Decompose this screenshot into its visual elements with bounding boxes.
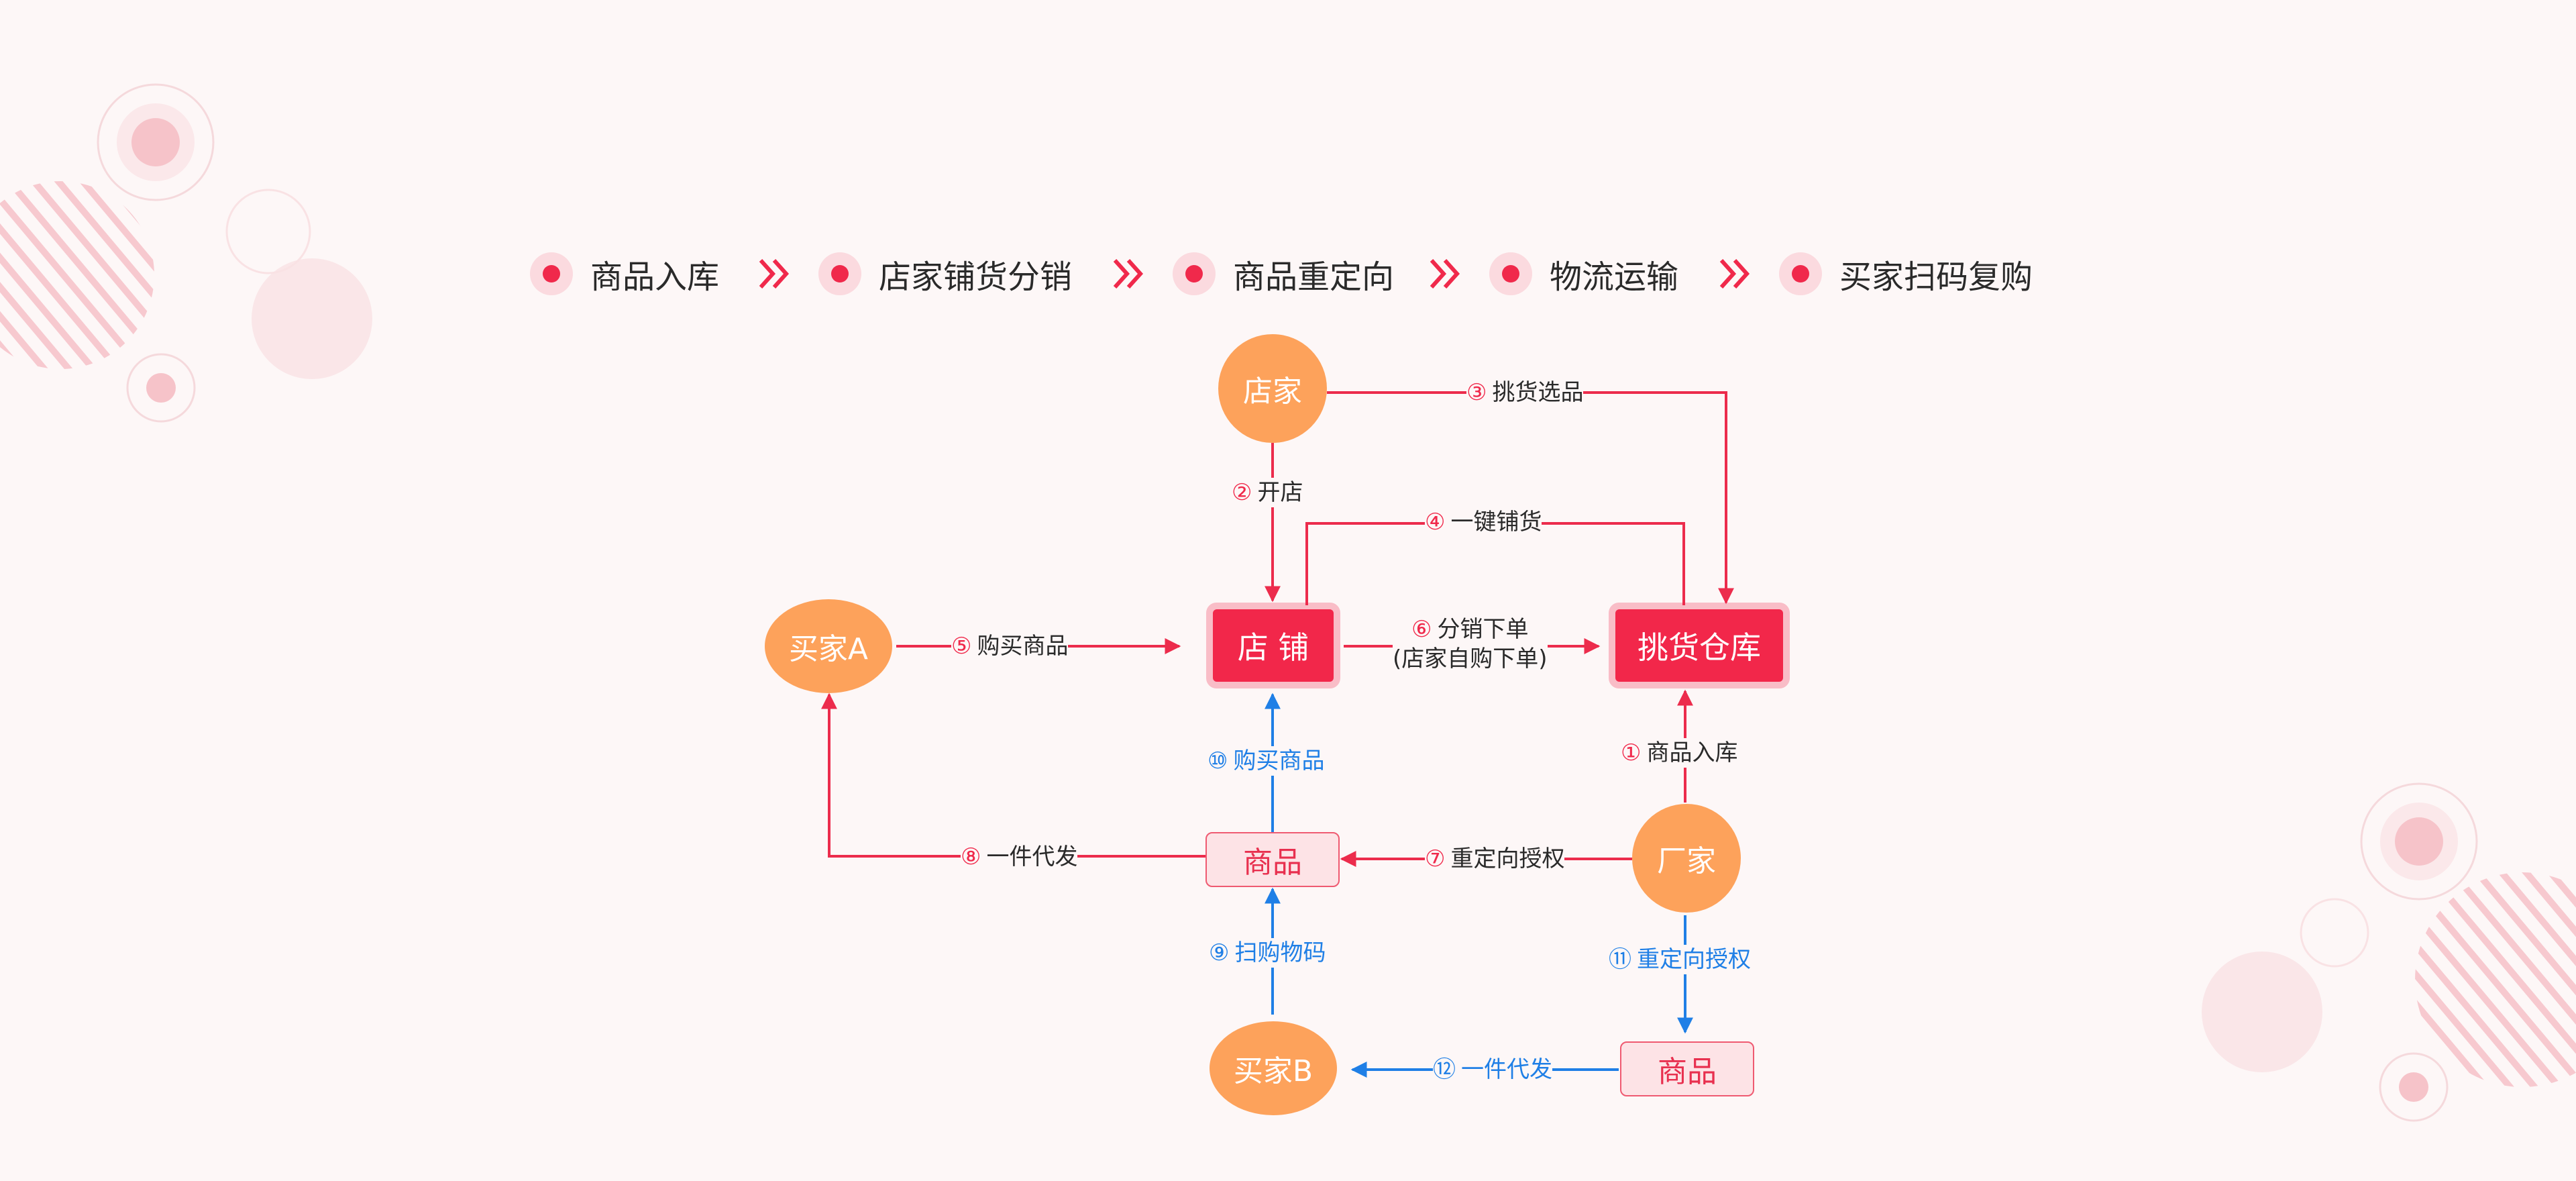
node-product-right: 商品 [1620, 1041, 1754, 1096]
step-goods-redirect: 商品重定向 [1173, 247, 1394, 301]
edge-text: 挑货选品 [1492, 379, 1584, 406]
edge-text: 扫购物码 [1234, 939, 1326, 966]
edge-number: ⑦ [1425, 845, 1446, 872]
node-shop-owner: 店家 [1218, 334, 1327, 443]
edge-number: ⑨ [1209, 939, 1230, 966]
edge-line-dropship-a [821, 692, 1205, 858]
double-chevron-icon [1430, 258, 1460, 289]
ring-dot-right [2360, 782, 2478, 901]
node-buyer-b: 买家B [1210, 1021, 1337, 1115]
step-dot-icon [1489, 252, 1532, 295]
edge-line-pick-goods [1327, 391, 1734, 605]
edge-text: 分销下单 [1437, 616, 1529, 643]
step-goods-storage: 商品入库 [530, 247, 719, 301]
edge-number: ⑥ [1411, 616, 1432, 643]
edge-number: ② [1232, 479, 1252, 506]
striped-circle-left [0, 181, 154, 369]
soft-circle-right [2202, 952, 2322, 1072]
step-label: 买家扫码复购 [1839, 258, 2033, 296]
edge-text: 一件代发 [986, 843, 1078, 870]
edge-number: ③ [1466, 379, 1487, 406]
edge-text: 重定向授权 [1637, 946, 1751, 973]
ring-dot-right-lower [2379, 1052, 2449, 1122]
node-buyer-a: 买家A [765, 599, 892, 693]
soft-circle-left [252, 258, 372, 379]
node-pick-warehouse: 挑货仓库 [1615, 609, 1783, 682]
double-chevron-icon [1719, 258, 1750, 289]
edge-number: ① [1621, 739, 1642, 766]
node-shop: 店 铺 [1213, 609, 1334, 682]
step-label: 店家铺货分销 [879, 258, 1073, 296]
edge-text: 开店 [1257, 479, 1303, 506]
edge-number: ④ [1425, 509, 1446, 535]
edge-text: 商品入库 [1646, 739, 1738, 766]
edge-number: ⑤ [951, 633, 972, 660]
process-steps: 商品入库 店家铺货分销 商品重定向 物流运输 [0, 0, 2576, 349]
edge-text: 一件代发 [1461, 1056, 1552, 1083]
node-product-center: 商品 [1205, 832, 1340, 887]
double-chevron-icon [759, 258, 790, 289]
step-dot-icon [1779, 252, 1822, 295]
edge-text: 重定向授权 [1450, 845, 1565, 872]
edge-text: 一键铺货 [1450, 509, 1542, 535]
step-label: 商品入库 [590, 258, 720, 296]
edge-number: ⑪ [1609, 946, 1631, 973]
edge-number: ⑫ [1433, 1056, 1456, 1083]
step-dot-icon [530, 252, 573, 295]
ring-dot-left-lower [126, 353, 196, 423]
ring-dot-top-left [97, 83, 215, 201]
edge-subtext: (店家自购下单) [1393, 646, 1548, 672]
step-dot-icon [1173, 252, 1216, 295]
step-shop-distribution: 店家铺货分销 [818, 247, 1072, 301]
soft-circle-right-small [2300, 898, 2369, 968]
step-logistics: 物流运输 [1489, 247, 1678, 301]
edge-number: ⑩ [1208, 748, 1228, 774]
step-label: 物流运输 [1550, 258, 1679, 296]
node-manufacturer: 厂家 [1632, 804, 1741, 913]
edge-text: 购买商品 [977, 633, 1069, 660]
step-dot-icon [818, 252, 861, 295]
edge-text: 购买商品 [1233, 748, 1325, 774]
edge-number: ⑧ [961, 843, 981, 870]
step-buyer-rebuy: 买家扫码复购 [1779, 247, 2033, 301]
step-label: 商品重定向 [1233, 258, 1395, 296]
double-chevron-icon [1113, 258, 1144, 289]
soft-circle-left-small [225, 189, 311, 274]
